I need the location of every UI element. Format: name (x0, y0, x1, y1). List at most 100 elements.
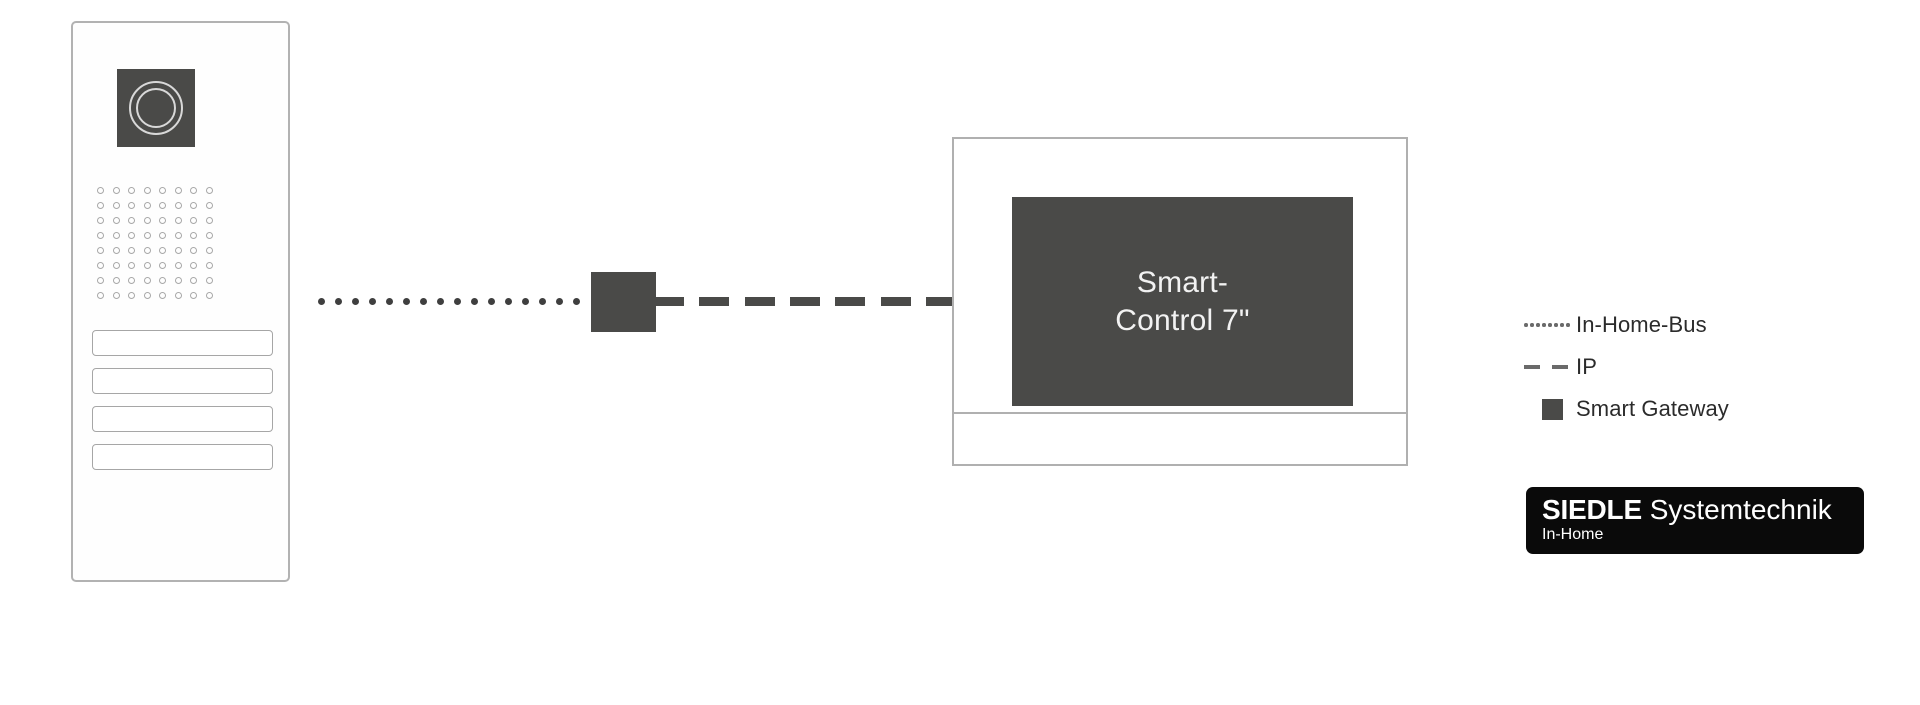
speaker-grille-icon (93, 183, 217, 303)
ip-line-dash (926, 297, 956, 306)
grille-hole (174, 247, 182, 254)
grille-hole (143, 292, 151, 299)
grille-hole (159, 187, 167, 194)
grille-hole (143, 262, 151, 269)
grille-hole (143, 247, 151, 254)
legend-marker (1524, 358, 1576, 376)
grille-hole (128, 232, 136, 239)
grille-hole (159, 217, 167, 224)
dotted-line-icon (1524, 323, 1570, 327)
grille-hole (128, 217, 136, 224)
grille-hole (128, 277, 136, 284)
grille-hole (112, 202, 120, 209)
grille-hole (174, 262, 182, 269)
grille-hole (97, 187, 105, 194)
ip-line-dash (699, 297, 730, 306)
bus-line-dot (488, 298, 495, 305)
grille-hole (128, 247, 136, 254)
grille-hole (205, 262, 213, 269)
legend-marker (1524, 398, 1576, 420)
bus-line-dot (471, 298, 478, 305)
ip-line-dash (654, 297, 684, 306)
call-button[interactable] (92, 406, 273, 432)
grille-hole (97, 217, 105, 224)
grille-hole (112, 262, 120, 269)
legend: In-Home-Bus IP Smart Gateway (1524, 304, 1884, 430)
grille-hole (97, 247, 105, 254)
grille-hole (190, 187, 198, 194)
grille-hole (143, 202, 151, 209)
grille-hole (112, 277, 120, 284)
call-button[interactable] (92, 444, 273, 470)
legend-label: In-Home-Bus (1576, 312, 1707, 337)
grille-hole (190, 262, 198, 269)
bus-line-dot (454, 298, 461, 305)
smart-control-monitor: Smart- Control 7" (952, 137, 1408, 466)
grille-hole (205, 247, 213, 254)
bus-line-dot (335, 298, 342, 305)
grille-hole (143, 232, 151, 239)
camera-lens-outer-icon (129, 81, 183, 135)
grille-hole (128, 187, 136, 194)
bus-line-dot (318, 298, 325, 305)
grille-hole (143, 187, 151, 194)
grille-hole (112, 292, 120, 299)
in-home-bus-connection (318, 298, 580, 306)
grille-hole (174, 202, 182, 209)
monitor-screen-label: Smart- Control 7" (1115, 266, 1250, 337)
call-button[interactable] (92, 330, 273, 356)
grille-hole (190, 277, 198, 284)
logo-title-line: SIEDLE Systemtechnik (1542, 494, 1864, 525)
grille-hole (205, 217, 213, 224)
grille-hole (97, 202, 105, 209)
grille-hole (205, 202, 213, 209)
grille-hole (159, 292, 167, 299)
grille-hole (190, 202, 198, 209)
grille-hole (97, 292, 105, 299)
ip-line-dash (790, 297, 820, 306)
grille-hole (112, 217, 120, 224)
grille-hole (174, 277, 182, 284)
legend-label: Smart Gateway (1576, 396, 1729, 421)
grille-hole (128, 262, 136, 269)
camera-module (117, 69, 195, 147)
grille-hole (112, 247, 120, 254)
grille-hole (190, 217, 198, 224)
door-station (71, 21, 290, 582)
grille-hole (128, 202, 136, 209)
bus-line-dot (386, 298, 393, 305)
logo-product: Systemtechnik (1649, 494, 1832, 525)
ip-line-dash (880, 297, 911, 306)
bus-line-dot (539, 298, 546, 305)
camera-lens-inner-icon (136, 88, 176, 128)
grille-hole (190, 292, 198, 299)
bus-line-dot (556, 298, 563, 305)
logo-brand: SIEDLE (1542, 494, 1642, 525)
call-button[interactable] (92, 368, 273, 394)
dashed-line-icon (1524, 365, 1572, 369)
legend-marker (1524, 316, 1576, 334)
bus-line-dot (369, 298, 376, 305)
bus-line-dot (573, 298, 580, 305)
grille-hole (112, 232, 120, 239)
smart-gateway-node (591, 272, 656, 332)
bus-line-dot (505, 298, 512, 305)
legend-label: IP (1576, 354, 1597, 379)
grille-hole (174, 232, 182, 239)
monitor-divider (954, 412, 1406, 414)
grille-hole (190, 247, 198, 254)
grille-hole (159, 277, 167, 284)
logo-subtitle: In-Home (1542, 526, 1604, 543)
siedle-logo: SIEDLE Systemtechnik In-Home (1526, 487, 1864, 554)
ip-connection (654, 297, 956, 306)
grille-hole (159, 262, 167, 269)
grille-hole (128, 292, 136, 299)
bus-line-dot (420, 298, 427, 305)
grille-hole (205, 292, 213, 299)
bus-line-dot (352, 298, 359, 305)
grille-hole (174, 217, 182, 224)
legend-item-smart-gateway: Smart Gateway (1524, 388, 1884, 430)
grille-hole (97, 262, 105, 269)
grille-hole (159, 202, 167, 209)
